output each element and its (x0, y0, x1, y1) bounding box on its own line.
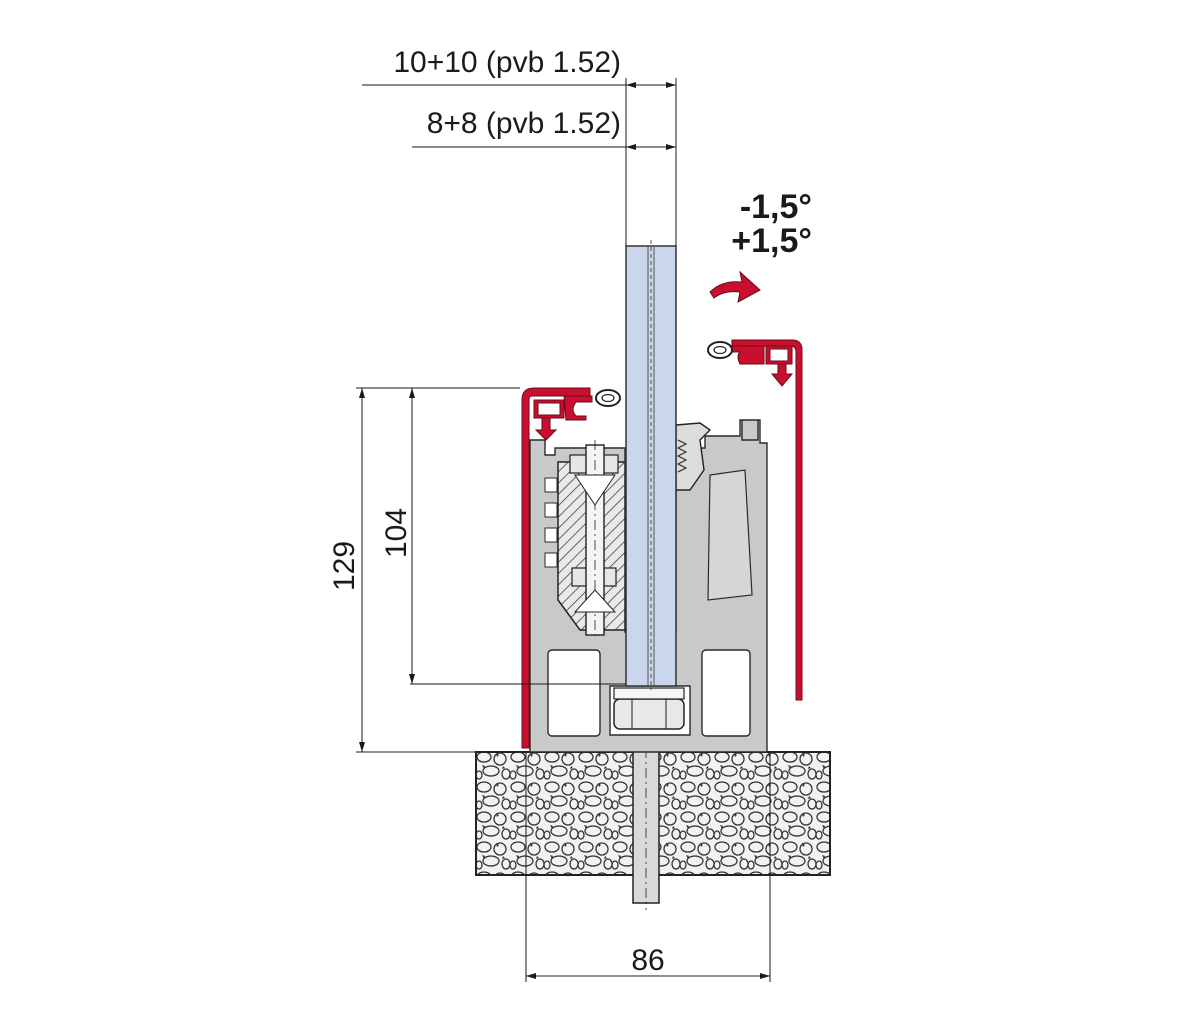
base-width-label: 86 (631, 944, 664, 977)
anchor-bolt (632, 727, 660, 910)
total-height-label: 129 (328, 541, 361, 591)
right-cover-profile (707, 339, 803, 701)
base-width-dimension: 86 (525, 752, 771, 982)
clamping-wedge (557, 440, 626, 640)
glass-thickness-dimension-1: 10+10 (pvb 1.52) (362, 46, 677, 246)
glass-panel (625, 240, 677, 690)
levelling-nut (613, 687, 685, 730)
glass-thickness-label-1: 10+10 (pvb 1.52) (393, 46, 621, 79)
glass-thickness-label-2: 8+8 (pvb 1.52) (427, 107, 621, 140)
angle-minus-label: -1,5° (740, 188, 812, 226)
glass-thickness-dimension-2: 8+8 (pvb 1.52) (412, 107, 676, 150)
left-cover-profile (521, 387, 621, 749)
glass-depth-label: 104 (380, 508, 413, 558)
angle-plus-label: +1,5° (731, 222, 812, 260)
glass-depth-dimension: 104 (380, 388, 626, 685)
curved-arrow-right-icon (709, 270, 761, 303)
rubber-gasket (675, 422, 712, 491)
total-height-dimension: 129 (328, 387, 520, 753)
